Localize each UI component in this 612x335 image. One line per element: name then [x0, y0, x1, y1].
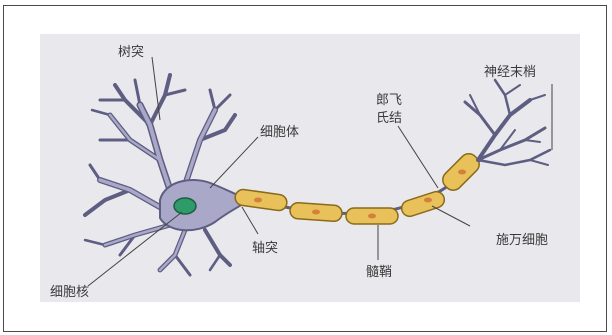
label-dendrite: 树突	[118, 44, 144, 60]
schwann-nucleus	[254, 198, 262, 203]
label-node-line2: 氏结	[376, 111, 402, 126]
leader-axon	[242, 207, 258, 234]
label-nucleus: 细胞核	[50, 285, 89, 300]
leader-cell-body	[210, 137, 258, 188]
label-schwann: 施万细胞	[496, 233, 548, 248]
label-node-line1: 郎飞	[376, 93, 402, 108]
nucleus-shape	[174, 198, 196, 214]
schwann-nucleus	[424, 198, 432, 203]
leader-nucleus	[88, 212, 182, 286]
leader-node	[398, 126, 438, 188]
nerve-endings	[465, 80, 550, 165]
label-myelin: 髓鞘	[366, 265, 392, 280]
leader-lines	[88, 57, 552, 286]
leader-schwann	[432, 206, 470, 226]
label-axon: 轴突	[252, 240, 278, 256]
label-nerve-ending: 神经末梢	[484, 65, 536, 80]
label-cell-body: 细胞体	[260, 125, 299, 140]
schwann-nucleus	[458, 170, 466, 175]
myelin-segment	[400, 190, 447, 219]
schwann-nucleus	[368, 214, 376, 219]
schwann-nucleus	[312, 210, 320, 215]
